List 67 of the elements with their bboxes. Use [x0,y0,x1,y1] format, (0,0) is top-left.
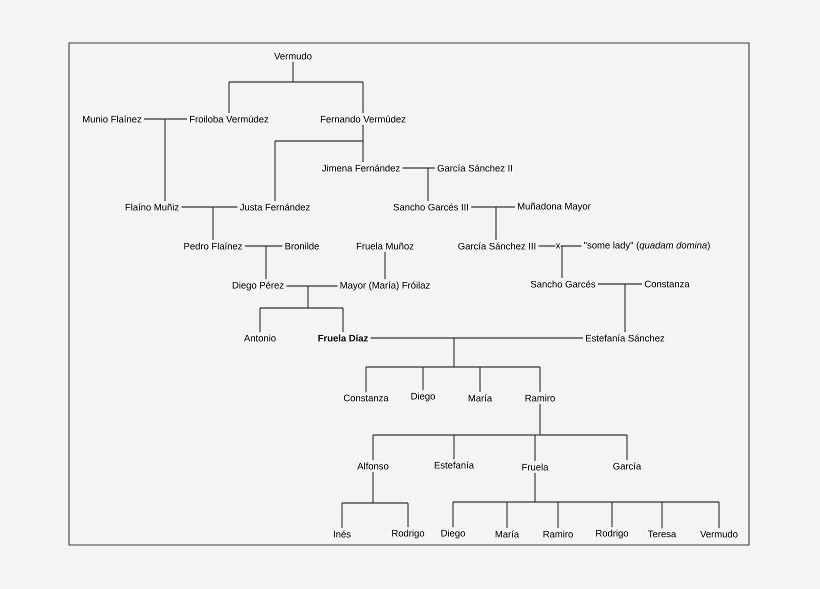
person-name: "some lady" (quadam domina) [584,242,710,250]
lineage-line [422,366,424,391]
lineage-line [422,366,454,368]
person-name: Flaíno Muñiz [126,203,179,211]
person-name: Munio Flaínez [83,115,142,123]
person-name: Diego Pérez [232,282,284,290]
person-name: García Sánchez III [458,242,536,250]
person-name: Alfonso [357,462,388,470]
lineage-line [534,434,540,436]
person-name: Ramiro [526,394,555,402]
lineage-line [362,82,364,114]
person-name: Fruela Díaz [318,334,368,342]
person-name: Antonio [244,334,276,342]
lineage-line [342,308,344,332]
lineage-line [718,502,720,529]
person-name: Teresa [648,530,676,538]
person-name: Bronilde [285,242,319,250]
person-name: Jimena Fernández [322,164,400,172]
lineage-line [506,502,508,528]
person-name: Estefanía Sánchez [586,334,664,342]
lineage-line [372,471,374,504]
lineage-line [292,61,294,82]
person-name: Fernando Vermúdez [320,115,406,123]
lineage-line [372,434,374,461]
person-name: Inés [334,530,351,538]
person-name: Sancho Garcés III [394,203,468,211]
person-name: Froiloba Vermúdez [190,115,268,123]
lineage-line [228,82,230,114]
person-name: Rodrigo [392,530,424,538]
person-name: Vermudo [274,52,312,60]
person-name: Ramiro [544,530,573,538]
person-name: Sancho Garcés [530,280,596,288]
lineage-line [540,434,628,436]
person-name: Muñadona Mayor [518,202,591,212]
lineage-line [274,140,276,202]
lineage-line [454,366,480,368]
lineage-line [362,124,364,142]
person-name: Rodrigo [596,530,628,538]
person-name: María [496,530,520,538]
person-name: Diego [441,530,465,538]
lineage-line [366,366,424,368]
person-name: Constanza [344,394,389,402]
person-name: Estefanía [434,461,474,469]
lineage-line [626,434,628,460]
person-name: Diego [411,392,435,402]
person-name: Constanza [644,280,690,288]
lineage-line [454,434,536,436]
lineage-line [372,502,408,504]
lineage-line [534,472,536,502]
lineage-line [362,140,364,162]
lineage-line [384,251,386,280]
edge-label: x [555,243,561,249]
person-name: Vermudo [700,530,738,538]
person-name: Fruela Muñoz [356,242,414,250]
person-name: Justa Fernández [240,203,310,211]
person-name: García [613,462,642,470]
lineage-line [274,140,364,142]
lineage-line [480,366,540,368]
person-name: Fruela [522,464,548,470]
lineage-line [372,434,454,436]
lineage-line [534,434,536,462]
person-name: Pedro Flaínez [184,242,242,250]
person-name: María [468,394,492,402]
lineage-line [452,502,454,528]
person-name: Mayor (María) Fróilaz [340,282,430,290]
person-name: García Sánchez II [438,164,512,172]
lineage-line [342,502,374,504]
